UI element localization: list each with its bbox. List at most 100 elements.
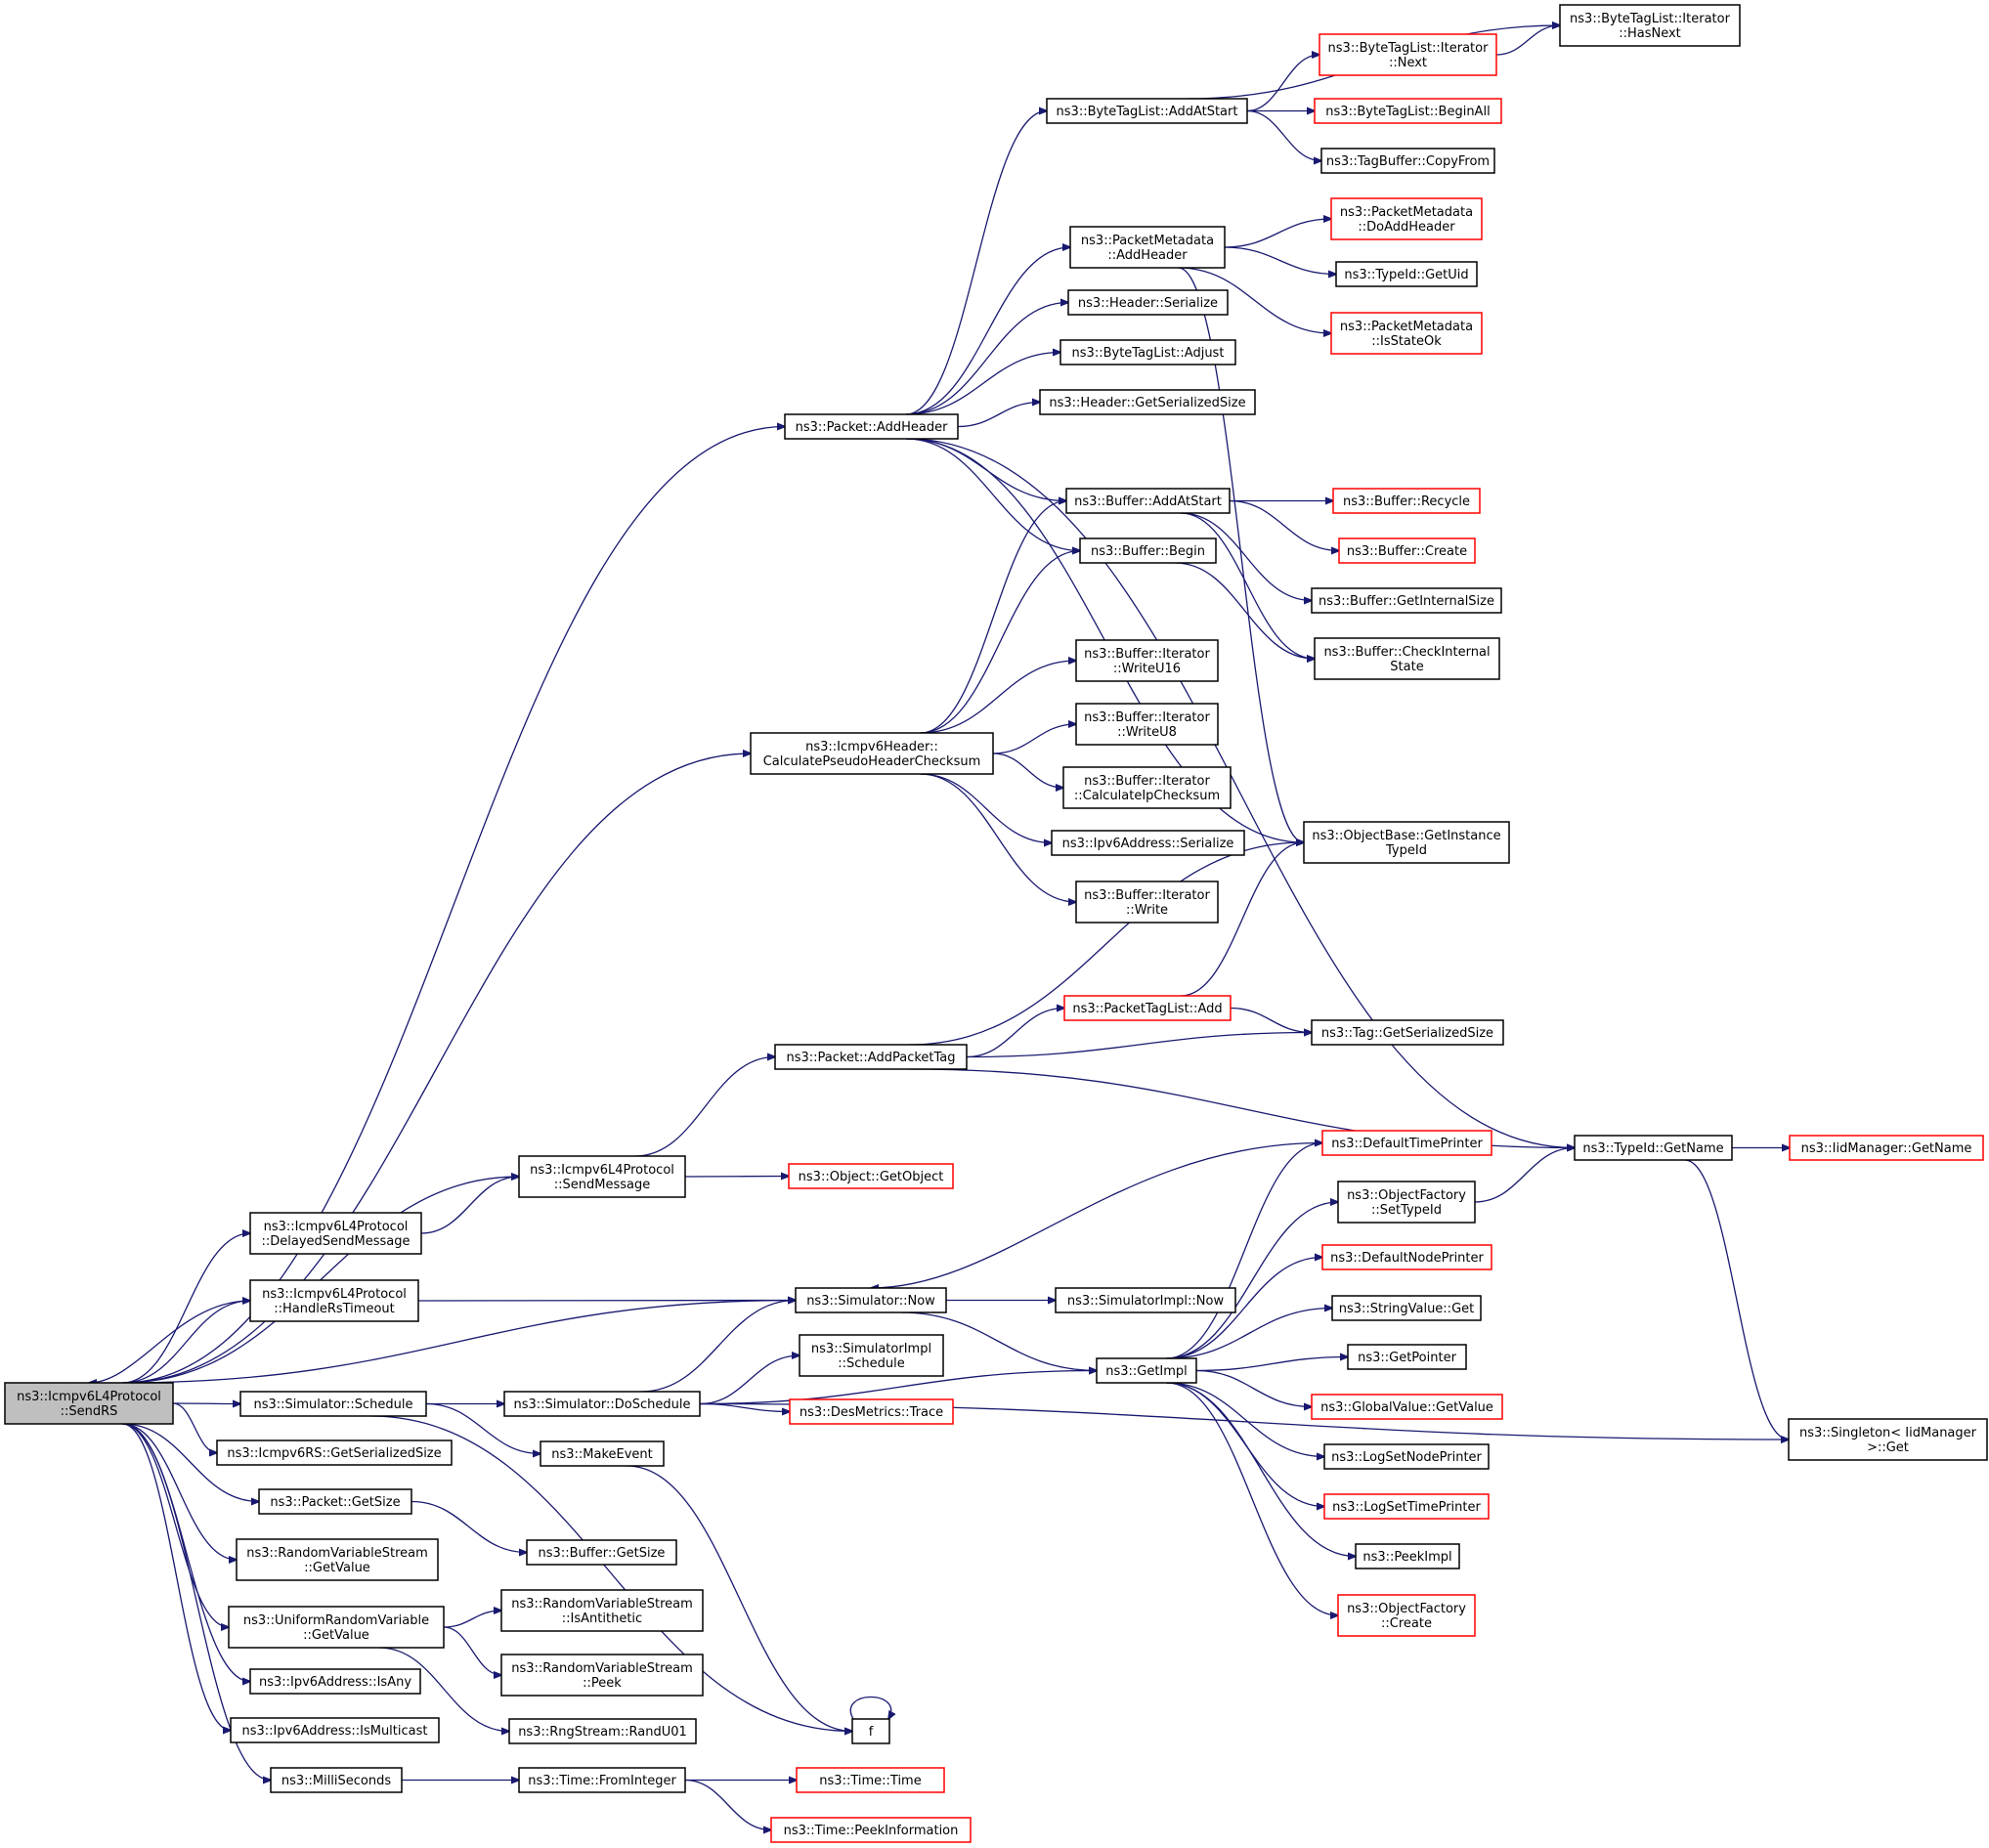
graph-node-itWriteU16[interactable]: ns3::Buffer::Iterator::WriteU16 <box>1075 639 1219 682</box>
graph-node-typeIdGetName[interactable]: ns3::TypeId::GetName <box>1574 1135 1733 1161</box>
node-box <box>1789 1135 1984 1161</box>
edge-btlAddAtStart-to-tagBufCopy <box>1246 109 1321 161</box>
graph-node-objFactSetTypeId[interactable]: ns3::ObjectFactory::SetTypeId <box>1337 1181 1476 1224</box>
graph-node-desTrace[interactable]: ns3::DesMetrics::Trace <box>789 1398 954 1425</box>
graph-node-bufRecycle[interactable]: ns3::Buffer::Recycle <box>1332 488 1481 514</box>
graph-node-fNode[interactable]: f <box>851 1718 890 1744</box>
graph-node-ipv6IsMulticast[interactable]: ns3::Ipv6Address::IsMulticast <box>230 1717 440 1743</box>
graph-node-btlAdjust[interactable]: ns3::ByteTagList::Adjust <box>1059 339 1236 365</box>
graph-node-bufGetSize[interactable]: ns3::Buffer::GetSize <box>526 1539 677 1566</box>
graph-node-iidMgrGetName[interactable]: ns3::IidManager::GetName <box>1789 1135 1984 1161</box>
graph-node-getPointer[interactable]: ns3::GetPointer <box>1347 1344 1467 1370</box>
graph-node-simImplNow[interactable]: ns3::SimulatorImpl::Now <box>1055 1287 1236 1313</box>
graph-node-timeTime[interactable]: ns3::Time::Time <box>796 1767 945 1793</box>
node-label: ::Peek <box>583 1676 622 1691</box>
edge-bufAddAtStart-to-bufCreate <box>1229 499 1339 551</box>
graph-node-makeEvent[interactable]: ns3::MakeEvent <box>540 1440 665 1467</box>
graph-node-getImpl[interactable]: ns3::GetImpl <box>1096 1357 1197 1384</box>
graph-node-headerSerialize[interactable]: ns3::Header::Serialize <box>1067 289 1229 316</box>
graph-node-bufGetInternalSize[interactable]: ns3::Buffer::GetInternalSize <box>1311 587 1502 614</box>
node-label: ns3::Time::Time <box>819 1774 921 1788</box>
graph-node-rvsIsAnti[interactable]: ns3::RandomVariableStream::IsAntithetic <box>500 1589 704 1632</box>
graph-node-itWrite[interactable]: ns3::Buffer::Iterator::Write <box>1075 881 1219 924</box>
graph-node-ipv6IsAny[interactable]: ns3::Ipv6Address::IsAny <box>249 1668 421 1695</box>
graph-node-simSchedule[interactable]: ns3::Simulator::Schedule <box>239 1391 427 1417</box>
graph-node-rsSerSize[interactable]: ns3::Icmpv6RS::GetSerializedSize <box>216 1440 453 1466</box>
graph-node-logSetNodePrinter[interactable]: ns3::LogSetNodePrinter <box>1323 1443 1490 1470</box>
graph-node-bufAddAtStart[interactable]: ns3::Buffer::AddAtStart <box>1065 488 1231 514</box>
graph-node-timePeekInfo[interactable]: ns3::Time::PeekInformation <box>770 1817 972 1843</box>
graph-node-addPacketTag[interactable]: ns3::Packet::AddPacketTag <box>774 1044 968 1070</box>
graph-node-simDoSchedule[interactable]: ns3::Simulator::DoSchedule <box>503 1391 701 1417</box>
edge-fNode-to-fNode <box>849 1696 890 1720</box>
graph-node-pmIsStateOk[interactable]: ns3::PacketMetadata::IsStateOk <box>1330 312 1483 355</box>
graph-node-itCalcIp[interactable]: ns3::Buffer::Iterator::CalculateIpChecks… <box>1062 766 1232 809</box>
graph-node-stringValueGet[interactable]: ns3::StringValue::Get <box>1331 1295 1482 1321</box>
node-box <box>1337 1594 1476 1637</box>
graph-node-rngRandU01[interactable]: ns3::RngStream::RandU01 <box>508 1718 697 1744</box>
graph-node-addHeader[interactable]: ns3::Packet::AddHeader <box>784 413 959 440</box>
graph-node-logSetTimePrinter[interactable]: ns3::LogSetTimePrinter <box>1323 1493 1490 1520</box>
graph-node-peekImpl[interactable]: ns3::PeekImpl <box>1355 1543 1460 1569</box>
graph-node-typeIdGetUid[interactable]: ns3::TypeId::GetUid <box>1335 261 1478 287</box>
graph-node-btlItHasNext[interactable]: ns3::ByteTagList::Iterator::HasNext <box>1559 4 1741 47</box>
edge-pmAddHeader-to-typeIdGetUid <box>1224 246 1336 275</box>
node-label: ::HandleRsTimeout <box>274 1302 395 1316</box>
graph-node-timeFromInt[interactable]: ns3::Time::FromInteger <box>518 1767 686 1793</box>
node-box <box>236 1538 439 1581</box>
edge-simDoSchedule-to-simNow <box>640 1301 796 1393</box>
graph-node-defaultTimePrinter[interactable]: ns3::DefaultTimePrinter <box>1321 1130 1492 1156</box>
node-label: ::CalculateIpChecksum <box>1074 789 1220 803</box>
edge-calcPseudo-to-bufBegin <box>920 551 1080 734</box>
node-label: ns3::DesMetrics::Trace <box>800 1405 943 1420</box>
graph-node-btlItNext[interactable]: ns3::ByteTagList::Iterator::Next <box>1319 33 1497 76</box>
node-box <box>1075 639 1219 682</box>
graph-node-globalValueGet[interactable]: ns3::GlobalValue::GetValue <box>1311 1394 1503 1420</box>
graph-node-defaultNodePrinter[interactable]: ns3::DefaultNodePrinter <box>1321 1244 1492 1270</box>
graph-node-objFactCreate[interactable]: ns3::ObjectFactory::Create <box>1337 1594 1476 1637</box>
graph-node-bufCreate[interactable]: ns3::Buffer::Create <box>1338 537 1476 564</box>
node-box <box>1355 1543 1460 1569</box>
graph-node-pmAddHeader[interactable]: ns3::PacketMetadata::AddHeader <box>1069 226 1226 269</box>
node-label: ns3::ObjectBase::GetInstance <box>1312 829 1500 843</box>
graph-node-tagGetSerSize[interactable]: ns3::Tag::GetSerializedSize <box>1311 1019 1504 1046</box>
graph-node-bufBegin[interactable]: ns3::Buffer::Begin <box>1079 537 1217 564</box>
graph-node-ptlAdd[interactable]: ns3::PacketTagList::Add <box>1063 995 1232 1021</box>
graph-node-simNow[interactable]: ns3::Simulator::Now <box>795 1287 947 1313</box>
node-label: ns3::TagBuffer::CopyFrom <box>1326 154 1490 169</box>
graph-node-simImplSchedule[interactable]: ns3::SimulatorImpl::Schedule <box>799 1334 944 1377</box>
node-label: State <box>1390 660 1423 674</box>
graph-node-rvsGetValue[interactable]: ns3::RandomVariableStream::GetValue <box>236 1538 439 1581</box>
node-box <box>770 1817 972 1843</box>
graph-node-delayedSend[interactable]: ns3::Icmpv6L4Protocol::DelayedSendMessag… <box>249 1212 422 1255</box>
node-label: ::DelayedSendMessage <box>261 1234 410 1249</box>
edge-btlItNext-to-btlItHasNext <box>1495 25 1560 56</box>
graph-node-urvGetValue[interactable]: ns3::UniformRandomVariable::GetValue <box>228 1606 445 1649</box>
graph-node-btlAddAtStart[interactable]: ns3::ByteTagList::AddAtStart <box>1046 98 1248 124</box>
edge-root-to-simNow <box>122 1301 796 1384</box>
graph-node-getObject[interactable]: ns3::Object::GetObject <box>788 1163 954 1189</box>
graph-node-tagBufCopy[interactable]: ns3::TagBuffer::CopyFrom <box>1320 148 1495 174</box>
graph-node-btlBeginAll[interactable]: ns3::ByteTagList::BeginAll <box>1314 98 1502 124</box>
graph-node-itWriteU8[interactable]: ns3::Buffer::Iterator::WriteU8 <box>1075 703 1219 746</box>
node-box <box>1039 389 1256 415</box>
graph-node-milliSeconds[interactable]: ns3::MilliSeconds <box>270 1767 403 1793</box>
node-label: ns3::Buffer::Recycle <box>1343 494 1470 509</box>
graph-node-root[interactable]: ns3::Icmpv6L4Protocol::SendRS <box>4 1382 174 1425</box>
graph-node-ipv6Serialize[interactable]: ns3::Ipv6Address::Serialize <box>1051 830 1245 856</box>
node-box <box>228 1606 445 1649</box>
graph-node-singletonGet[interactable]: ns3::Singleton< IidManager>::Get <box>1788 1418 1988 1461</box>
node-box <box>750 732 994 775</box>
graph-node-pktGetSize[interactable]: ns3::Packet::GetSize <box>258 1488 412 1515</box>
graph-node-calcPseudo[interactable]: ns3::Icmpv6Header::CalculatePseudoHeader… <box>750 732 994 775</box>
graph-node-headerSerSize[interactable]: ns3::Header::GetSerializedSize <box>1039 389 1256 415</box>
graph-node-pmDoAddHeader[interactable]: ns3::PacketMetadata::DoAddHeader <box>1330 197 1483 240</box>
graph-node-rvsPeek[interactable]: ns3::RandomVariableStream::Peek <box>500 1654 704 1697</box>
node-label: ns3::ByteTagList::Adjust <box>1072 346 1225 361</box>
graph-node-handleRs[interactable]: ns3::Icmpv6L4Protocol::HandleRsTimeout <box>249 1279 419 1322</box>
edge-urvGetValue-to-rvsPeek <box>443 1626 501 1675</box>
graph-node-sendMessage[interactable]: ns3::Icmpv6L4Protocol::SendMessage <box>518 1155 686 1198</box>
